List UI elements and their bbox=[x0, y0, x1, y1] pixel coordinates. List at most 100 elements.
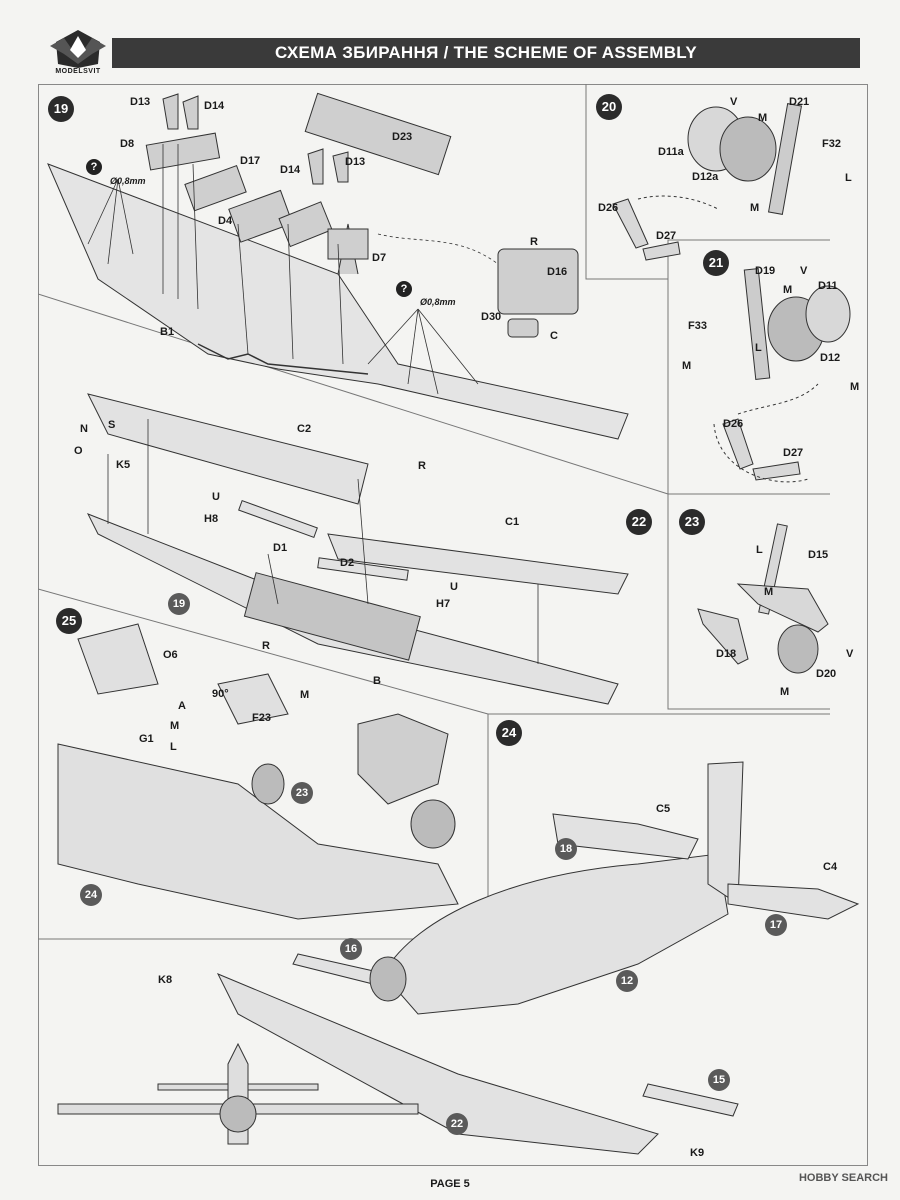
step25-cockpit bbox=[57, 623, 459, 920]
part-label: L bbox=[170, 741, 177, 753]
assembly-drawing bbox=[38, 84, 860, 1155]
part-label: D12 bbox=[820, 352, 841, 364]
step19-guides bbox=[87, 144, 499, 395]
part-label: D14 bbox=[204, 100, 225, 112]
ref-step-24: 24 bbox=[80, 884, 102, 906]
part-label: N bbox=[80, 423, 88, 435]
part-label: V bbox=[730, 96, 738, 108]
part-label: D26 bbox=[598, 202, 619, 214]
part-label: F33 bbox=[688, 320, 707, 332]
logo-text: MODELSVIT bbox=[55, 68, 101, 75]
ref-step-15: 15 bbox=[708, 1069, 730, 1091]
part-label: U bbox=[212, 491, 220, 503]
part-label: K5 bbox=[116, 459, 131, 471]
step21-wheel bbox=[713, 268, 851, 483]
part-label: F23 bbox=[252, 712, 271, 724]
step-23-badge: 23 bbox=[679, 509, 705, 535]
modelsvit-logo bbox=[50, 30, 106, 68]
step-25-badge: 25 bbox=[56, 608, 82, 634]
part-label: D13 bbox=[345, 156, 366, 168]
part-label: M bbox=[783, 284, 793, 296]
part-label: L bbox=[845, 172, 852, 184]
part-label: M bbox=[850, 381, 860, 393]
step22-guides bbox=[107, 419, 539, 664]
step24-aircraft bbox=[216, 761, 860, 1155]
part-label: D15 bbox=[808, 549, 829, 561]
step-21-badge: 21 bbox=[703, 250, 729, 276]
question-icon: ? bbox=[86, 159, 102, 175]
part-label: D11a bbox=[658, 146, 684, 158]
part-label: C4 bbox=[823, 861, 838, 873]
part-label: F32 bbox=[822, 138, 841, 150]
part-label: L bbox=[756, 544, 763, 556]
part-label: V bbox=[846, 648, 854, 660]
part-label: O6 bbox=[163, 649, 178, 661]
part-label: C1 bbox=[505, 516, 520, 528]
part-label: M bbox=[780, 686, 790, 698]
ref-step-18: 18 bbox=[555, 838, 577, 860]
part-label: D4 bbox=[218, 215, 233, 227]
part-label: V bbox=[800, 265, 808, 277]
ref-step-22: 22 bbox=[446, 1113, 468, 1135]
part-label: M bbox=[750, 202, 760, 214]
drill-note: Ø0,8mm bbox=[110, 176, 146, 186]
part-label: D19 bbox=[755, 265, 776, 277]
part-label: R bbox=[418, 460, 426, 472]
part-label: D27 bbox=[783, 447, 804, 459]
part-label: D2 bbox=[340, 557, 355, 569]
ref-step-17: 17 bbox=[765, 914, 787, 936]
step19-parts bbox=[145, 92, 579, 338]
part-label: G1 bbox=[139, 733, 154, 745]
front-view bbox=[57, 1042, 419, 1145]
step-20-badge: 20 bbox=[596, 94, 622, 120]
part-label: C5 bbox=[656, 803, 671, 815]
step-19-badge: 19 bbox=[48, 96, 74, 122]
part-label: K8 bbox=[158, 974, 173, 986]
page-header: MODELSVIT СХЕМА ЗБИРАННЯ / THE SCHEME OF… bbox=[42, 28, 860, 80]
part-label: C2 bbox=[297, 423, 312, 435]
part-label: H8 bbox=[204, 513, 219, 525]
step-24-badge: 24 bbox=[496, 720, 522, 746]
step22-wing bbox=[86, 393, 629, 705]
step-22-badge: 22 bbox=[626, 509, 652, 535]
part-label: D20 bbox=[816, 668, 837, 680]
ref-step-19: 19 bbox=[168, 593, 190, 615]
part-label: D23 bbox=[392, 131, 413, 143]
question-icon: ? bbox=[396, 281, 412, 297]
part-label: M bbox=[764, 586, 774, 598]
part-label: D17 bbox=[240, 155, 261, 167]
part-label: D21 bbox=[789, 96, 810, 108]
part-label: D11 bbox=[818, 280, 838, 292]
part-label: D13 bbox=[130, 96, 151, 108]
part-label: C bbox=[550, 330, 558, 342]
part-label: K9 bbox=[690, 1147, 705, 1159]
part-label: D14 bbox=[280, 164, 301, 176]
part-label: M bbox=[170, 720, 180, 732]
part-label: D1 bbox=[273, 542, 288, 554]
part-label: H7 bbox=[436, 598, 451, 610]
part-label: B1 bbox=[160, 326, 175, 338]
assembly-frame bbox=[38, 84, 868, 1166]
part-label: D27 bbox=[656, 230, 677, 242]
part-label: S bbox=[108, 419, 116, 431]
watermark: HOBBY SEARCH bbox=[798, 1172, 888, 1184]
step23-leg bbox=[697, 523, 829, 674]
part-label: L bbox=[755, 342, 762, 354]
part-label: M bbox=[300, 689, 310, 701]
part-label: D18 bbox=[716, 648, 737, 660]
part-label: U bbox=[450, 581, 458, 593]
part-label: D30 bbox=[481, 311, 502, 323]
part-label: D8 bbox=[120, 138, 135, 150]
part-label: R bbox=[262, 640, 270, 652]
part-label: R bbox=[530, 236, 538, 248]
part-label: M bbox=[758, 112, 768, 124]
ref-step-23: 23 bbox=[291, 782, 313, 804]
part-label: O bbox=[74, 445, 83, 457]
ref-step-16: 16 bbox=[340, 938, 362, 960]
part-label: A bbox=[178, 700, 186, 712]
part-label: M bbox=[682, 360, 692, 372]
page-title: СХЕМА ЗБИРАННЯ / THE SCHEME OF ASSEMBLY bbox=[112, 38, 860, 68]
part-label: D12a bbox=[692, 171, 719, 183]
part-label: B bbox=[373, 675, 381, 687]
part-label: D16 bbox=[547, 266, 568, 278]
